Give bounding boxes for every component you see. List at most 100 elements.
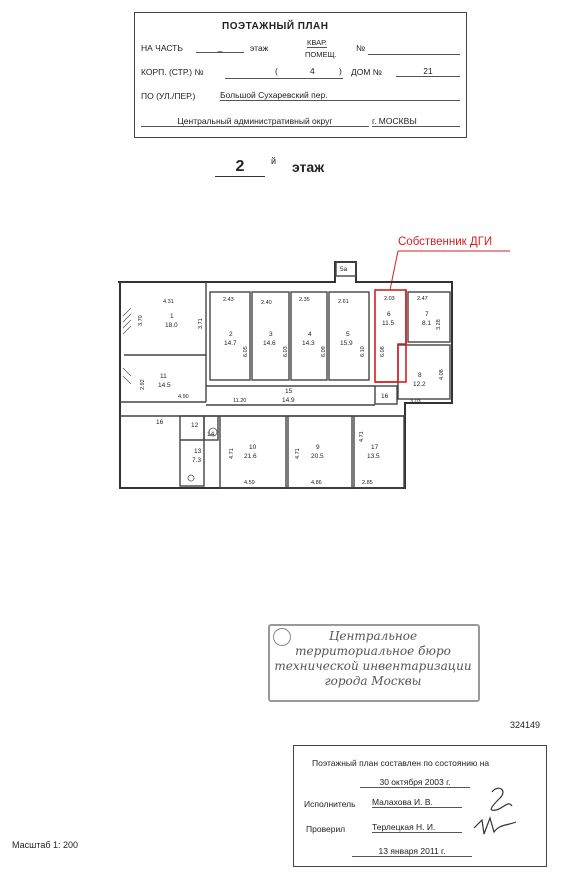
dim-label: 6.10 [360,346,366,357]
pomeshch-label: ПОМЕЩ. [305,50,337,59]
room-area: 13.5 [367,453,380,460]
room-no: 10 [249,444,257,451]
city-value: г. МОСКВЫ [372,116,460,127]
doc-number: 324149 [510,720,541,730]
dim-label: 4.71 [359,431,365,442]
nomer-sign: № [356,43,366,53]
room-no: 16 [381,393,389,400]
korp-label: КОРП. (СТР.) № [141,67,204,77]
dim-label: 2.47 [417,296,428,302]
korp-value: 4 [310,66,315,76]
nomer-line [368,54,460,55]
dom-value: 21 [396,66,460,77]
dim-label: 4.59 [244,480,255,486]
checker-name: Терлецкая Н. И. [372,822,462,833]
dim-label: 3.03 [410,399,421,405]
dim-label: 6.05 [243,346,249,357]
room-area: 11.5 [382,320,395,327]
executor-label: Исполнитель [304,799,356,809]
footer-line1: Поэтажный план составлен по состоянию на [312,758,490,768]
room-area: 14.3 [302,340,315,347]
floor-number: 2 [215,158,265,177]
room-no: 1 [170,313,174,320]
dim-label: 4.86 [311,480,322,486]
dim-label: 3.71 [198,318,204,329]
plan-title: ПОЭТАЖНЫЙ ПЛАН [222,21,329,32]
owner-note: Собственник ДГИ [398,236,493,248]
dim-label: 2.35 [299,297,310,303]
floor-suffix: й [271,156,277,166]
dim-label: 3.28 [436,319,442,330]
dim-label: 2.40 [261,300,272,306]
korp-open: ( [275,66,278,76]
room-no: 7 [425,311,429,318]
room-no: 4 [308,331,312,338]
room-area: 21.6 [244,453,257,460]
executor-name: Малахова И. В. [372,797,462,808]
dim-label: 6.03 [283,346,289,357]
bti-stamp [268,624,480,702]
room-no: 13 [194,448,202,455]
floor-word: этаж [292,159,325,175]
room-area: 12.2 [413,381,426,388]
dim-label: 4.90 [178,394,189,400]
dim-label: 11.20 [233,398,246,404]
room-area: 14.9 [282,397,295,404]
footer-date2: 13 января 2011 г. [352,846,472,857]
room-area: 8.1 [422,320,431,327]
street-label: ПО (УЛ./ПЕР.) [141,91,196,101]
etazh-label: этаж [250,43,269,53]
room-no: 3 [269,331,273,338]
dim-label: 6.08 [380,346,386,357]
kvar-label: КВАР. [307,38,327,48]
dim-label: 2.03 [384,296,395,302]
dim-label: 2.92 [140,379,146,390]
dim-label: 2.43 [223,297,234,303]
footer-box [293,745,547,867]
room-no: 6 [387,311,391,318]
dim-label: 4.71 [295,448,301,459]
room-area: 14.6 [263,340,276,347]
outside-label: 16 [156,419,164,426]
header-box [134,12,467,138]
dim-label: 6.09 [321,346,327,357]
stamp-line-2: территориальное бюро [295,644,451,658]
stamp-text: Центральное территориальное бюро техниче… [270,629,476,689]
korp-close: ) [339,66,342,76]
district-value: Центральный административный округ [141,116,369,127]
room-no: 5 [346,331,350,338]
room-no: 8 [418,372,422,379]
stamp-line-3: технической инвентаризации [274,659,472,673]
room-area: 7.3 [192,457,201,464]
floor-plan: 1 18.0 2 14.7 3 14.6 4 14.3 5 15.9 6 11.… [118,261,453,489]
room-no: 17 [371,444,379,451]
dom-label: ДОМ № [351,67,382,77]
room-area: 20.5 [311,453,324,460]
stamp-seal-icon [273,628,291,646]
room-no: 5а [340,266,348,273]
checker-signature [473,816,517,835]
room-area: 14.7 [224,340,237,347]
street-value: Большой Сухаревский пер. [220,90,460,101]
room-no: 14 [207,431,215,438]
room-no: 9 [316,444,320,451]
korp-line [225,78,343,79]
na-chast-value: _ [196,42,244,53]
executor-signature [490,787,513,811]
room-no: 12 [191,422,199,429]
room-no: 11 [160,373,167,380]
room-no: 2 [229,331,233,338]
dim-label: 4.08 [439,369,445,380]
room-area: 18.0 [165,322,178,329]
stamp-line-4: города Москвы [324,674,422,688]
room-area: 15.9 [340,340,353,347]
room-no: 15 [285,388,293,395]
checker-label: Проверил [306,824,346,834]
room-area: 14.5 [158,382,171,389]
dim-label: 4.31 [163,299,174,305]
dim-label: 3.70 [138,315,144,326]
scale-label: Масштаб 1: 200 [12,840,79,850]
dim-label: 4.71 [229,448,235,459]
footer-date1: 30 октября 2003 г. [360,777,470,788]
